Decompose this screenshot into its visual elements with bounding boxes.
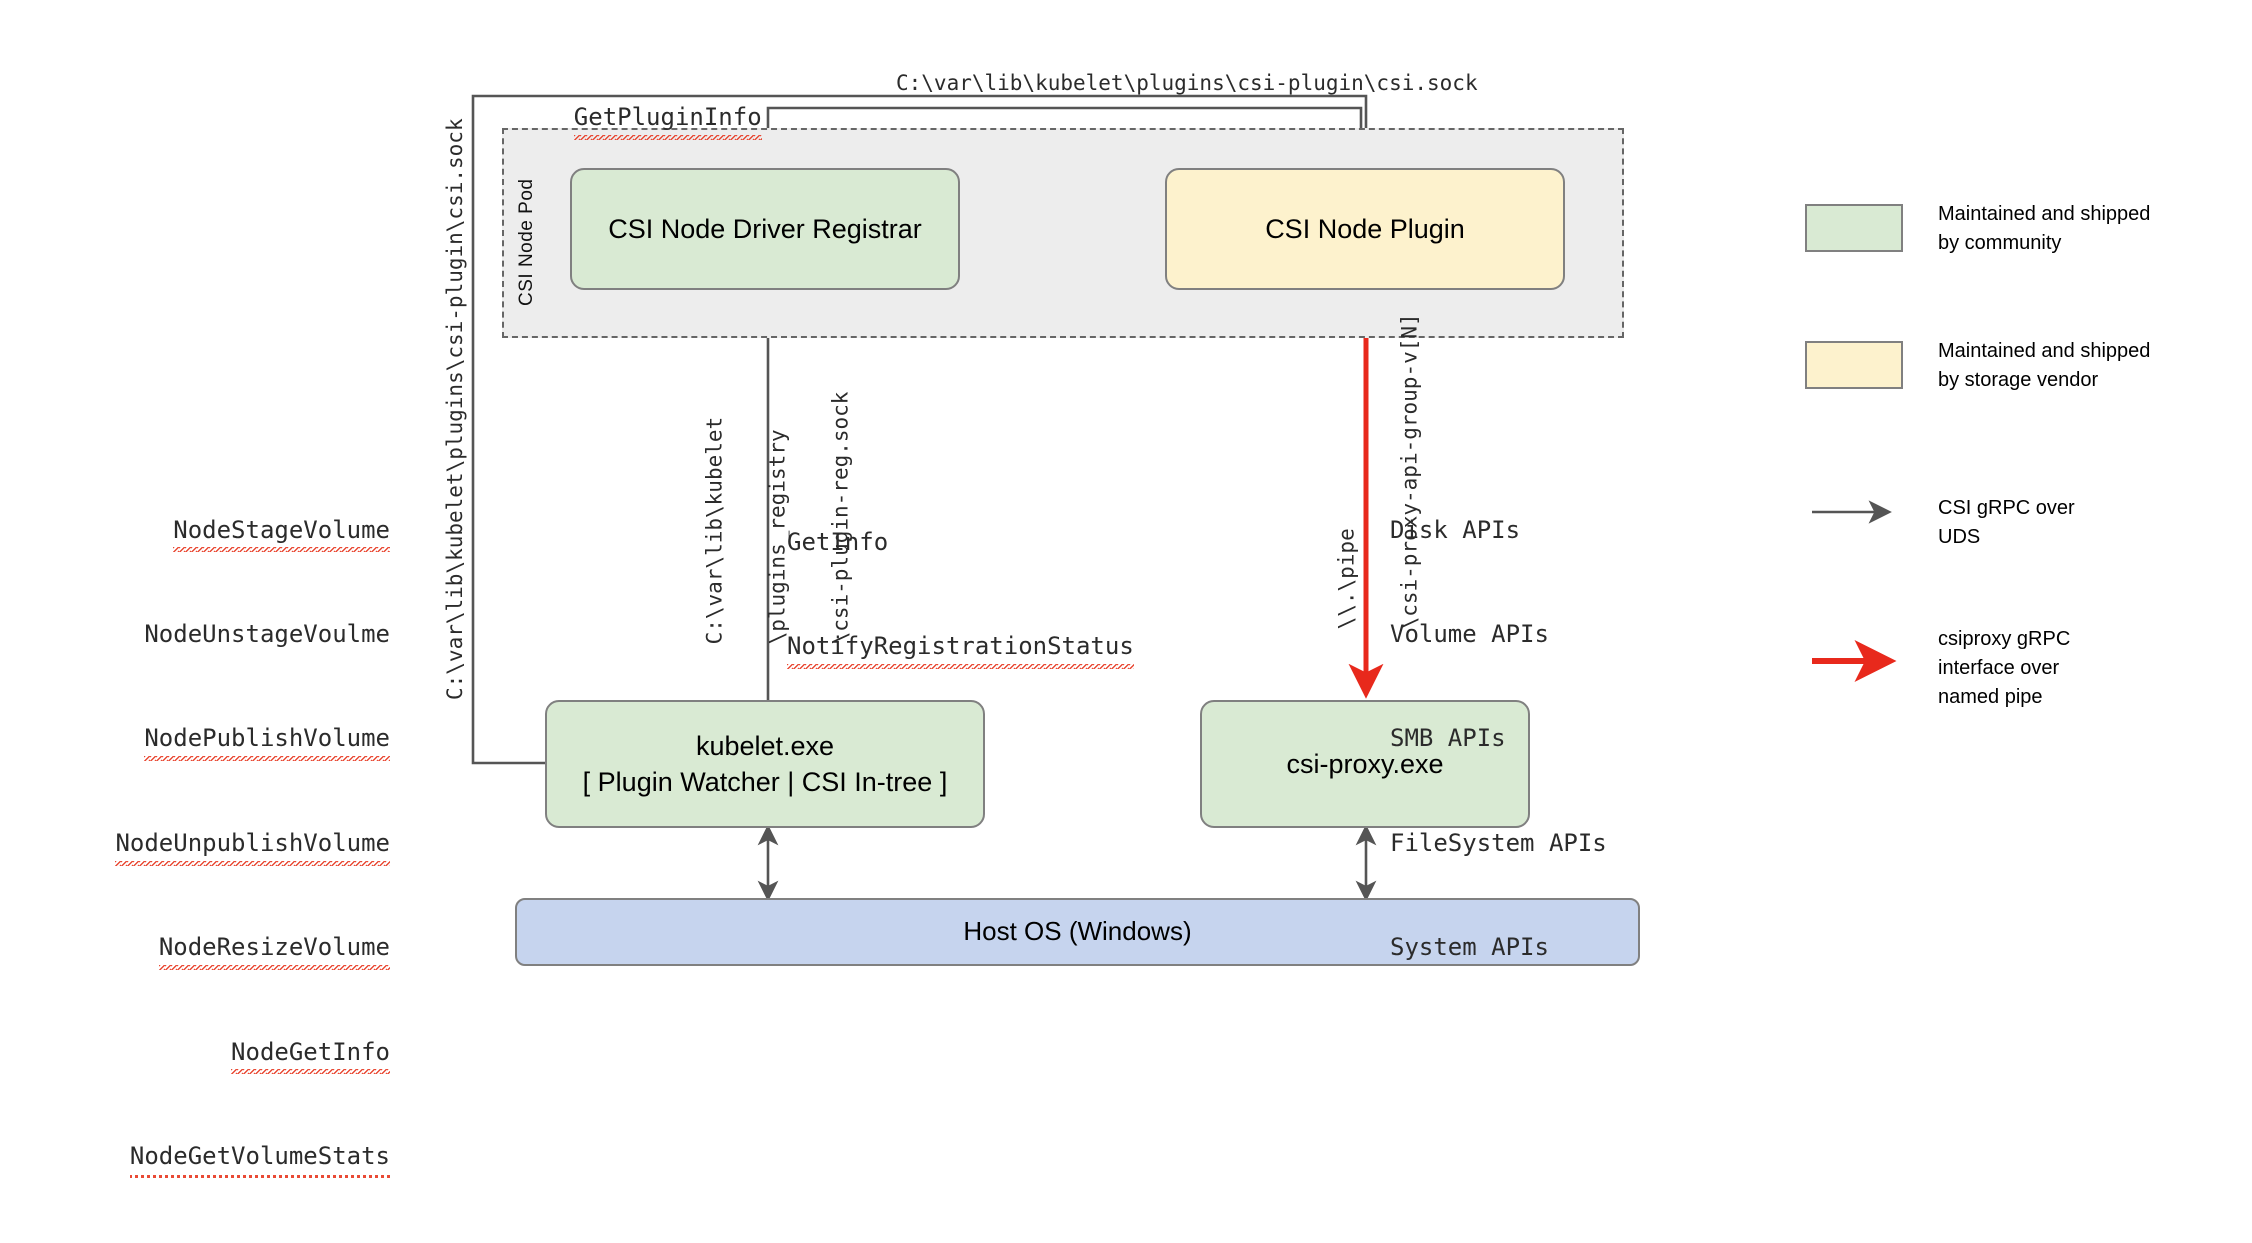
label-csi-sock-path-top: C:\var\lib\kubelet\plugins\csi-plugin\cs… <box>896 71 1478 95</box>
legend-swatch-vendor <box>1805 341 1903 389</box>
named-pipe-line-1: \\.\pipe <box>1334 528 1359 630</box>
node-call-item: NodeUnpublishVolume <box>115 826 390 866</box>
legend-label-csi-grpc-uds: CSI gRPC over UDS <box>1938 497 2075 548</box>
legend-label-community: Maintained and shipped by community <box>1938 203 2151 254</box>
list-proxy-apis: Disk APIs Volume APIs SMB APIs FileSyste… <box>1390 443 1607 1035</box>
label-registration-calls: GetInfo NotifyRegistrationStatus <box>787 455 1134 733</box>
node-call-item: NodeUnstageVoulme <box>144 619 390 648</box>
node-call-item: NodeGetVolumeStats <box>129 1139 391 1178</box>
node-call-item: NodeResizeVolume <box>158 930 391 970</box>
legend-label-vendor: Maintained and shipped by storage vendor <box>1938 340 2151 391</box>
kubelet-subtitle: [ Plugin Watcher | CSI In-tree ] <box>582 767 948 797</box>
proxy-api-item: System APIs <box>1390 933 1549 962</box>
registration-call-get-info: GetInfo <box>787 527 889 556</box>
proxy-api-item: Volume APIs <box>1390 619 1549 648</box>
list-node-service-calls: NodeStageVolume NodeUnstageVoulme NodePu… <box>80 443 391 1243</box>
node-kubelet-exe[interactable]: kubelet.exe [ Plugin Watcher | CSI In-tr… <box>545 700 985 828</box>
proxy-api-item: SMB APIs <box>1390 724 1506 753</box>
label-get-plugin-info: GetPluginInfo <box>516 65 762 169</box>
proxy-api-item: FileSystem APIs <box>1390 828 1607 857</box>
diagram-canvas: CSI Node Pod CSI Node Driver Registrar C… <box>115 65 2151 1178</box>
csi-node-pod-label: CSI Node Pod <box>516 178 537 306</box>
registry-sock-line-2: \plugins_registry <box>765 429 790 645</box>
proxy-api-item: Disk APIs <box>1390 515 1521 544</box>
node-call-item: NodePublishVolume <box>144 721 390 761</box>
legend-swatch-community <box>1805 204 1903 252</box>
label-csi-sock-path-left: C:\var\lib\kubelet\plugins\csi-plugin\cs… <box>443 118 467 700</box>
node-csi-node-driver-registrar[interactable]: CSI Node Driver Registrar <box>570 168 960 290</box>
registry-sock-line-1: C:\var\lib\kubelet <box>702 416 727 645</box>
node-call-item: NodeGetInfo <box>231 1035 390 1075</box>
node-csi-proxy-exe[interactable]: csi-proxy.exe <box>1200 700 1530 828</box>
registration-call-notify: NotifyRegistrationStatus <box>787 629 1134 669</box>
kubelet-title: kubelet.exe <box>695 730 835 761</box>
node-host-os[interactable]: Host OS (Windows) <box>515 898 1640 966</box>
node-csi-node-plugin[interactable]: CSI Node Plugin <box>1165 168 1565 290</box>
node-call-item: NodeStageVolume <box>173 513 390 553</box>
get-plugin-info-text: GetPluginInfo <box>573 100 762 140</box>
legend-label-csiproxy-grpc: csiproxy gRPC interface over named pipe <box>1938 628 2071 708</box>
